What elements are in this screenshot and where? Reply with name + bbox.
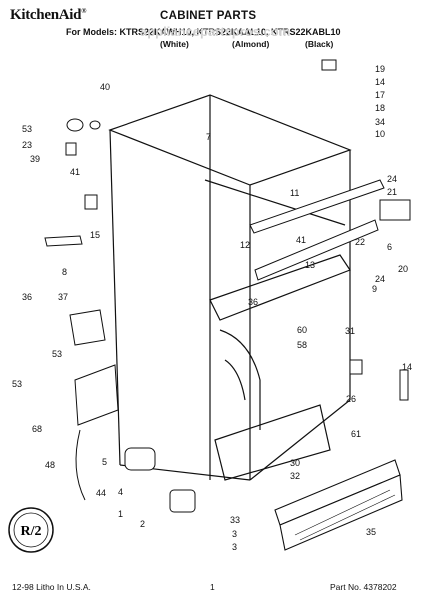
rj2-badge-icon: R/2 [8,507,54,553]
right-side-parts [321,59,411,401]
variant-black: (Black) [305,39,334,49]
model-list: For Models: KTRS22KAWH10, KTRS22KAAL10, … [66,27,341,37]
callout-label: 15 [90,230,100,240]
callout-label: 2 [140,519,145,529]
callout-label: 58 [297,340,307,350]
callout-label: 5 [102,457,107,467]
callout-label: 13 [305,260,315,270]
callout-label: 60 [297,325,307,335]
callout-label: 26 [346,394,356,404]
callout-label: 9 [372,284,377,294]
callout-label: 35 [366,527,376,537]
callout-label: 12 [240,240,250,250]
callout-label: 53 [12,379,22,389]
callout-label: 30 [290,458,300,468]
callout-label: 36 [22,292,32,302]
top-rail [249,179,385,281]
toe-grille [274,459,403,551]
badge-text: R/2 [21,524,42,539]
callout-label: 3 [232,529,237,539]
callout-label: 24 [375,274,385,284]
callout-label: 6 [387,242,392,252]
callout-label: 23 [22,140,32,150]
callout-label: 31 [345,326,355,336]
brand-logo: KitchenAid® [10,7,87,23]
callout-label: 20 [398,264,408,274]
callout-label: 10 [375,129,385,139]
callout-label: 21 [387,187,397,197]
part-number: Part No. 4378202 [330,582,397,592]
variant-almond: (Almond) [232,39,270,49]
cabinet-outline [108,94,352,481]
variant-white: (White) [160,39,189,49]
upper-hinge-assembly [44,118,106,346]
callout-label: 17 [375,90,385,100]
callout-label: 1 [118,509,123,519]
callout-label: 22 [355,237,365,247]
watermark-text: appliancepartspros.com [140,24,291,39]
callout-label: 53 [52,349,62,359]
callout-label: 48 [45,460,55,470]
callout-label: 61 [351,429,361,439]
callout-label: 33 [230,515,240,525]
callout-label: 34 [375,117,385,127]
callout-label: 41 [296,235,306,245]
callout-label: 32 [290,471,300,481]
callout-label: 14 [375,77,385,87]
callout-label: 7 [206,132,211,142]
callout-label: 37 [58,292,68,302]
print-info: 12-98 Litho In U.S.A. [12,582,91,592]
callout-label: 14 [402,362,412,372]
callout-label: 68 [32,424,42,434]
callout-label: 8 [62,267,67,277]
part-callouts: 40 53 23 39 41 15 8 36 37 53 53 68 48 44… [12,64,412,552]
callout-label: 18 [375,103,385,113]
page-title: CABINET PARTS [160,10,257,22]
callout-label: 40 [100,82,110,92]
page-number: 1 [210,582,215,592]
lower-hinge-assembly [74,364,196,513]
callout-label: 4 [118,487,123,497]
callout-label: 11 [290,188,299,198]
callout-label: 44 [96,488,106,498]
callout-label: 39 [30,154,40,164]
callout-label: 24 [387,174,397,184]
callout-label: 53 [22,124,32,134]
page-footer: 12-98 Litho In U.S.A. 1 Part No. 4378202 [0,580,432,600]
page-header: KitchenAid® CABINET PARTS For Models: KT… [0,0,432,56]
callout-label: 3 [232,542,237,552]
callout-label: 19 [375,64,385,74]
callout-label: 36 [248,297,258,307]
callout-label: 41 [70,167,80,177]
